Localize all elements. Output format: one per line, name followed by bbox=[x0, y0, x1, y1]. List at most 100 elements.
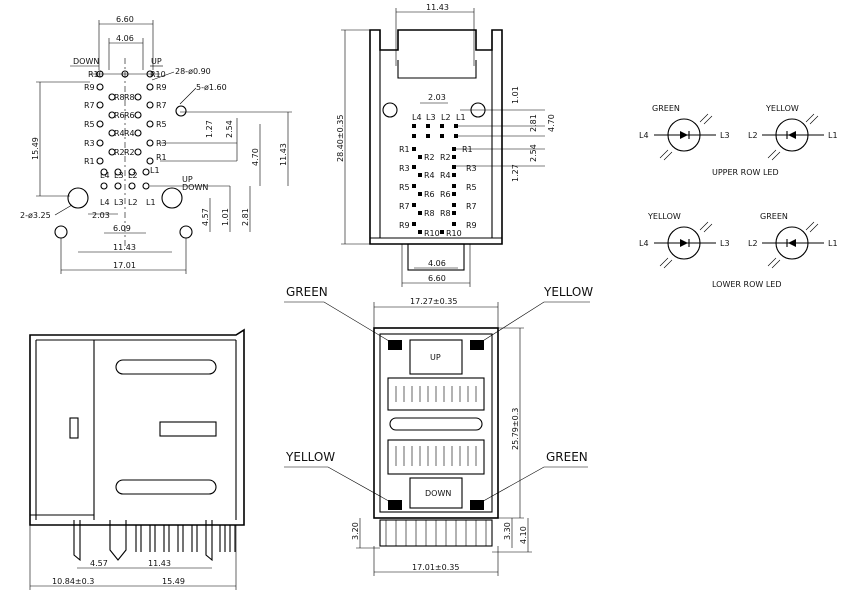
pin-label: R10 bbox=[424, 229, 440, 238]
pin-label: R5 bbox=[399, 183, 410, 192]
dim-hole-small: 28-ø0.90 bbox=[175, 67, 211, 76]
led-label: L1 bbox=[150, 166, 160, 175]
dim-2-03-front: 2.03 bbox=[428, 93, 446, 102]
pin-label: R5 bbox=[84, 120, 95, 129]
dim-2-81-front: 2.81 bbox=[529, 114, 538, 132]
pin-label: R5 bbox=[466, 183, 477, 192]
pin-label: R3 bbox=[84, 139, 95, 148]
led-label: L4 bbox=[100, 198, 110, 207]
mounting-hole-small-right bbox=[179, 225, 193, 239]
dim-4-06-front: 4.06 bbox=[428, 259, 446, 268]
dim-11-43-vertical: 11.43 bbox=[279, 143, 288, 166]
dim-4-70-front: 4.70 bbox=[547, 114, 556, 132]
port-up-window bbox=[409, 339, 463, 375]
pin-label: R4 bbox=[424, 171, 435, 180]
dim-4-57: 4.57 bbox=[201, 208, 210, 226]
led-label: L2 bbox=[128, 171, 138, 180]
dim-4-06: 4.06 bbox=[116, 34, 134, 43]
side-slot bbox=[115, 479, 217, 495]
led-pin: L2 bbox=[748, 131, 758, 140]
dim-6-60-front: 6.60 bbox=[428, 274, 446, 283]
pin-grid bbox=[90, 58, 160, 248]
led-pin: L1 bbox=[828, 131, 838, 140]
led-pin: L3 bbox=[720, 239, 730, 248]
rear-slot bbox=[389, 417, 483, 431]
dim-17-01-rear: 17.01±0.35 bbox=[412, 563, 459, 572]
led-window-yellow-top bbox=[470, 340, 484, 350]
dim-2-03: 2.03 bbox=[92, 211, 110, 220]
dim-15-49-vertical: 15.49 bbox=[31, 137, 40, 160]
pin-label: R3 bbox=[466, 164, 477, 173]
side-view: 4.57 11.43 10.84±0.3 15.49 bbox=[29, 328, 245, 590]
led-window-green-top bbox=[388, 340, 402, 350]
rear-view-inner bbox=[379, 333, 493, 513]
led-color-label: GREEN bbox=[652, 104, 680, 113]
dim-25-79: 25.79±0.3 bbox=[511, 408, 520, 450]
pin-label: R9 bbox=[399, 221, 410, 230]
port-up-label: UP bbox=[430, 353, 441, 362]
dim-2-81: 2.81 bbox=[241, 208, 250, 226]
pin-label: R5 bbox=[156, 120, 167, 129]
label-up: UP bbox=[151, 57, 162, 66]
pin-label: R8 bbox=[114, 93, 125, 102]
dim-2-54: 2.54 bbox=[225, 120, 234, 138]
dim-3-20: 3.20 bbox=[351, 522, 360, 540]
dim-1-01-front: 1.01 bbox=[511, 86, 520, 104]
led-label: L4 bbox=[412, 113, 422, 122]
mounting-hole-small-left bbox=[54, 225, 68, 239]
pin-label: R8 bbox=[440, 209, 451, 218]
pin-label: R2 bbox=[424, 153, 435, 162]
dim-4-57-side: 4.57 bbox=[90, 559, 108, 568]
dim-1-27: 1.27 bbox=[205, 120, 214, 138]
led-color-label: YELLOW bbox=[647, 212, 681, 221]
led-label: L4 bbox=[100, 171, 110, 180]
led-label: L3 bbox=[114, 198, 124, 207]
led-schematic: GREEN YELLOW L4 L3 L2 L1 UPPER ROW LED Y… bbox=[639, 104, 838, 289]
led-caption-upper: UPPER ROW LED bbox=[712, 168, 779, 177]
label-down-small: DOWN bbox=[182, 183, 208, 192]
pin-label: R9 bbox=[466, 221, 477, 230]
front-view-body bbox=[369, 29, 503, 245]
dim-17-27: 17.27±0.35 bbox=[410, 297, 457, 306]
dim-hole-big: 2-ø3.25 bbox=[20, 211, 51, 220]
led-label: L2 bbox=[128, 198, 138, 207]
dim-4-70: 4.70 bbox=[251, 148, 260, 166]
rear-view-body bbox=[373, 327, 499, 519]
dim-3-30: 3.30 bbox=[503, 522, 512, 540]
pin-label: R7 bbox=[156, 101, 167, 110]
dim-1-27-front: 1.27 bbox=[511, 164, 520, 182]
pin-label: R10 bbox=[150, 70, 166, 79]
pin-label: R3 bbox=[156, 139, 167, 148]
pin-label: R1 bbox=[84, 157, 95, 166]
dim-17-01: 17.01 bbox=[113, 261, 136, 270]
pin-label: R7 bbox=[466, 202, 477, 211]
led-window-green-bottom bbox=[470, 500, 484, 510]
pin-label: R4 bbox=[124, 129, 135, 138]
port-down-window bbox=[409, 477, 463, 509]
port-down-label: DOWN bbox=[425, 489, 451, 498]
led-pin: L1 bbox=[828, 239, 838, 248]
front-view: 11.43 28.40±0.35 2.03 L4 L3 L2 L1 bbox=[336, 3, 556, 287]
top-view-footprint: 6.60 4.06 DOWN UP 15.49 bbox=[20, 15, 292, 274]
label-up-small: UP bbox=[182, 175, 193, 184]
side-slot bbox=[115, 359, 217, 375]
rj45-port-down bbox=[387, 439, 485, 475]
pin-label: R6 bbox=[440, 190, 451, 199]
pin-label: R1 bbox=[462, 145, 473, 154]
led-label: L2 bbox=[441, 113, 451, 122]
label-down: DOWN bbox=[73, 57, 99, 66]
dim-11-43: 11.43 bbox=[113, 243, 136, 252]
pin-label: R6 bbox=[124, 111, 135, 120]
front-post-left bbox=[382, 102, 398, 118]
dim-6-09: 6.09 bbox=[113, 224, 131, 233]
led-label: L3 bbox=[426, 113, 436, 122]
callout-green-bottom: GREEN bbox=[546, 450, 588, 464]
pin-label: R7 bbox=[399, 202, 410, 211]
side-window bbox=[159, 421, 217, 437]
dim-4-10: 4.10 bbox=[519, 526, 528, 544]
led-color-label: GREEN bbox=[760, 212, 788, 221]
side-pins bbox=[135, 525, 236, 552]
led-label: L3 bbox=[114, 171, 124, 180]
callout-green-top: GREEN bbox=[286, 285, 328, 299]
